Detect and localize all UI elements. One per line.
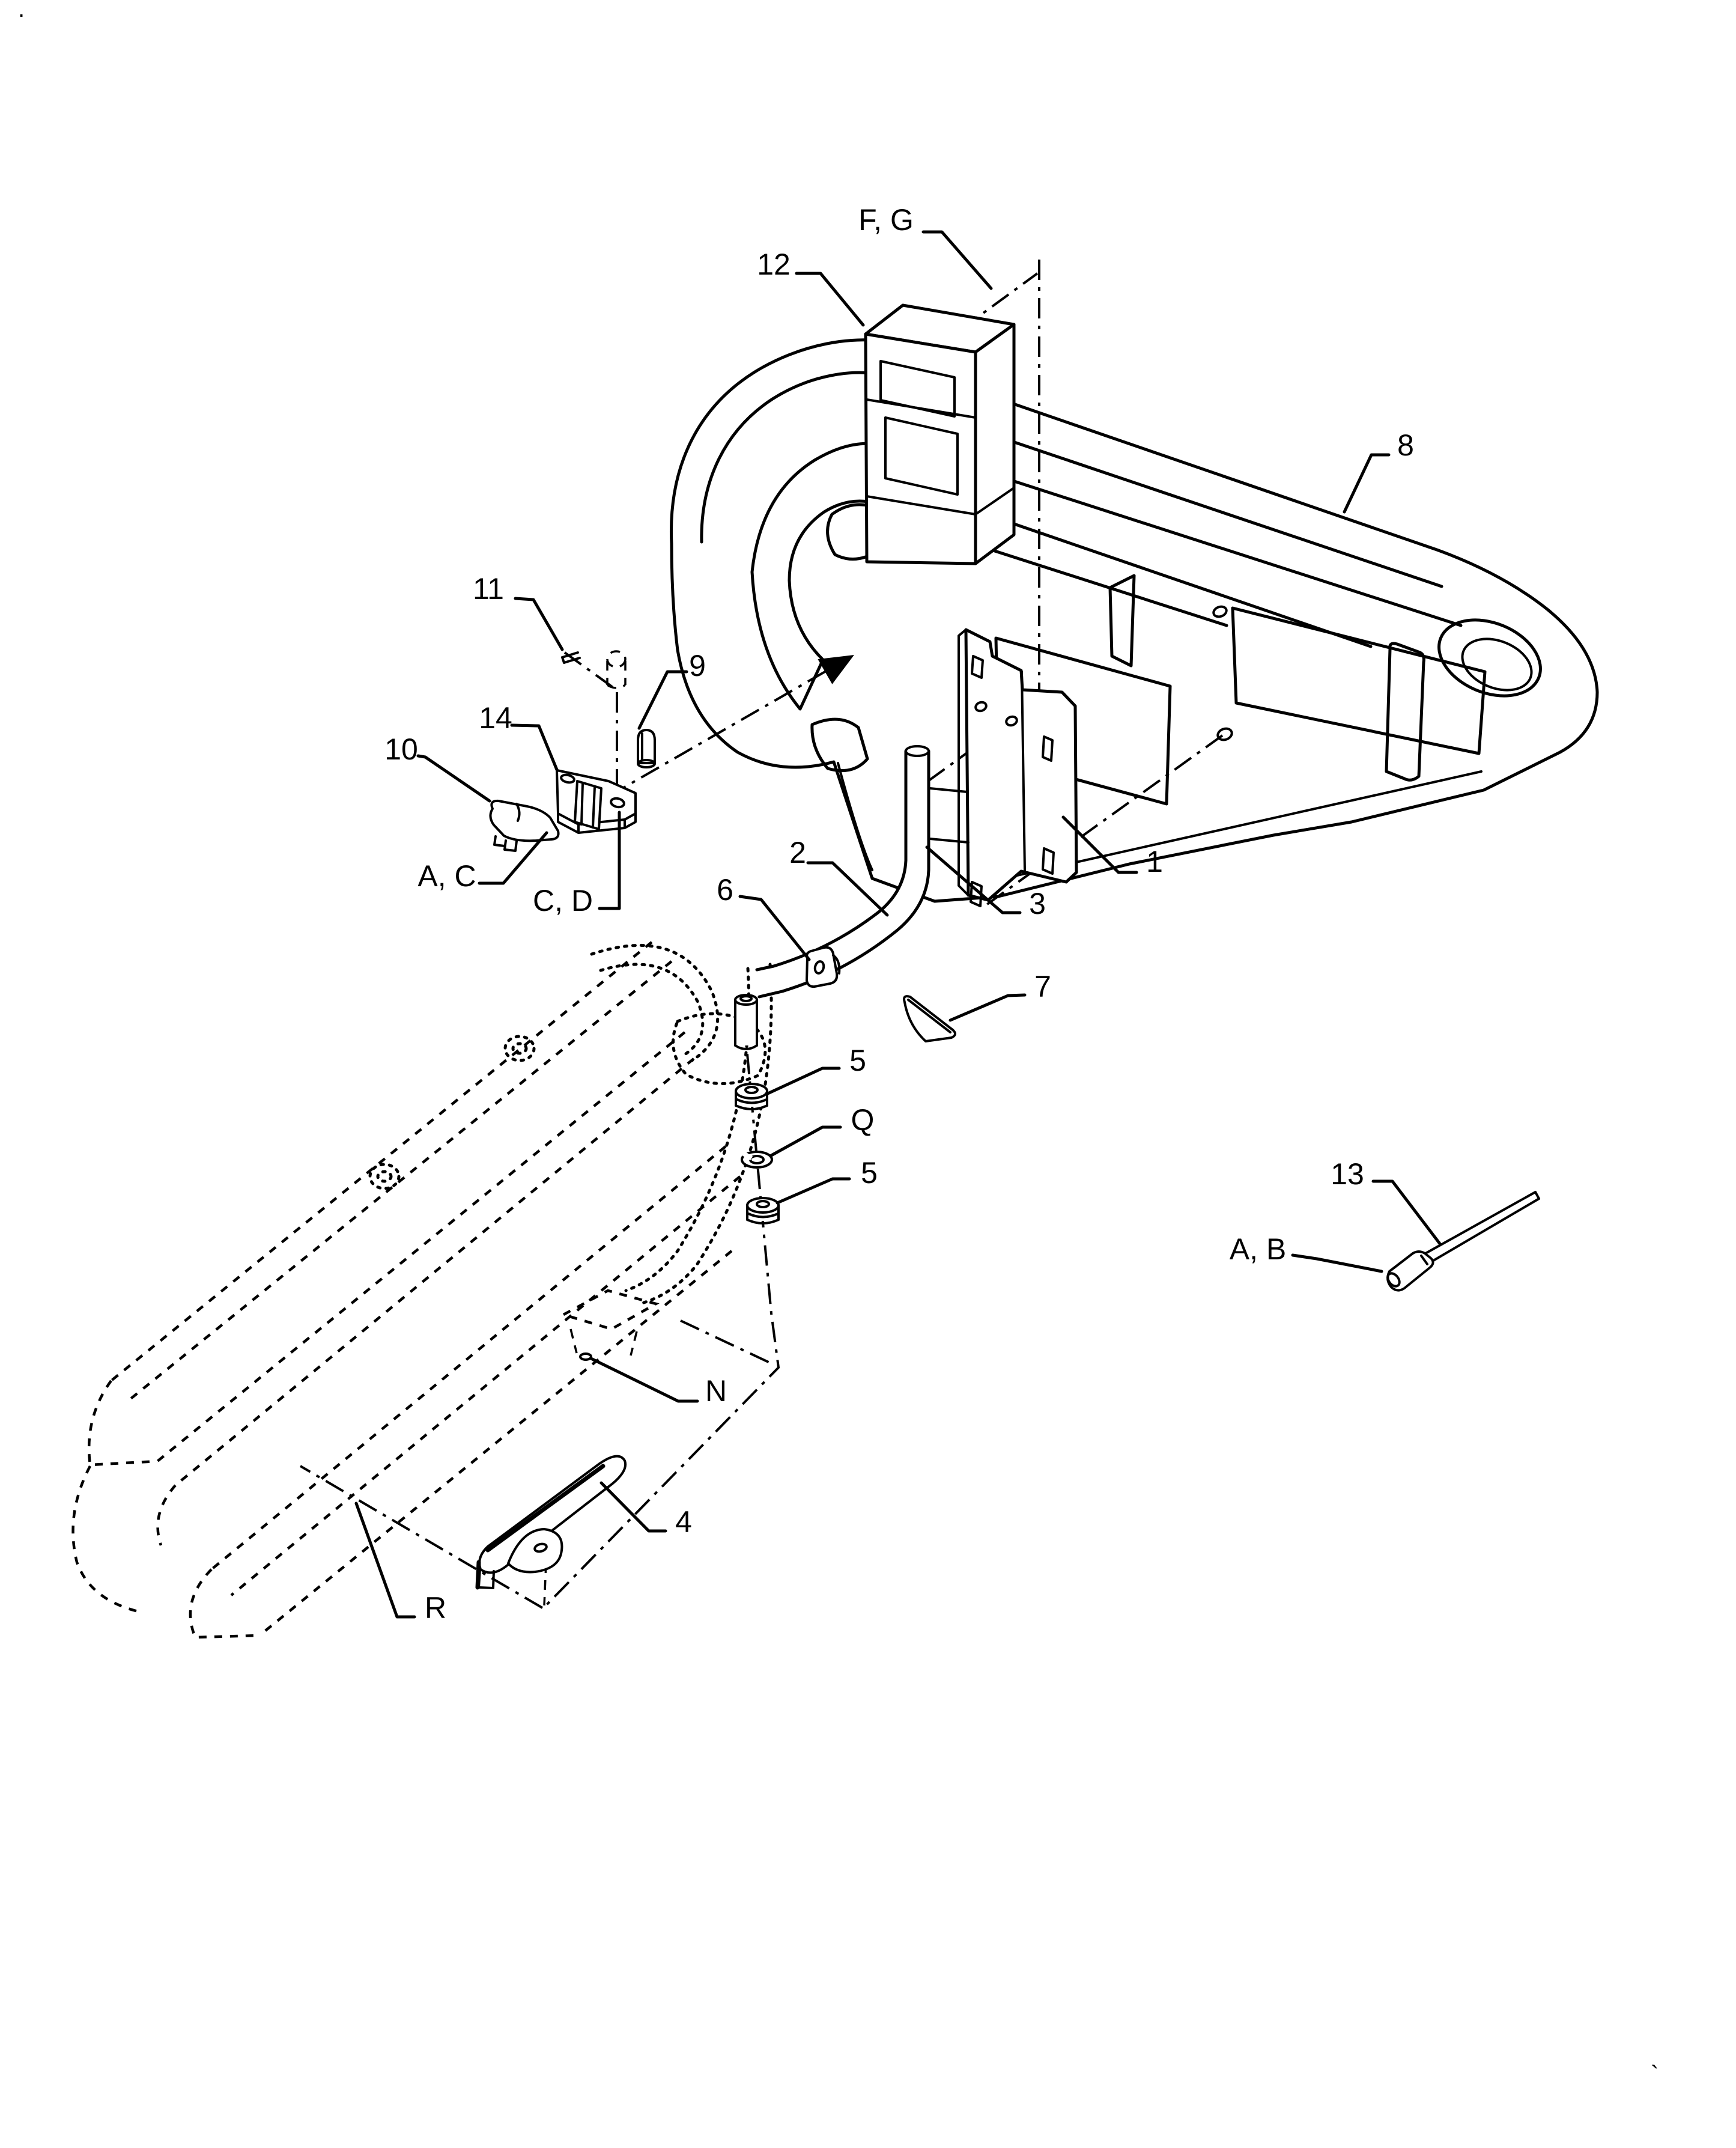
leader-8 [1343,453,1391,514]
callout-label-1: 1 [1146,845,1163,878]
bracket-part-1 [958,628,1078,907]
callout-label-13: 13 [1331,1157,1364,1191]
leader-1 [1061,815,1138,874]
leader-13 [1371,1179,1442,1246]
callout-label-3: 3 [1029,887,1046,920]
module-window-lower [884,416,959,496]
callout-label-4: 4 [675,1505,692,1539]
wedge-part-7 [903,995,956,1042]
leader-9 [637,670,688,730]
callout-label-n: N [705,1374,727,1408]
callout-label-14: 14 [479,701,512,735]
page-artifact-mark: . [18,0,25,22]
callout-label-11: 11 [473,572,504,606]
bracket-group-left [489,650,656,910]
axis-bracket-to-console [607,655,854,798]
callout-label-8: 8 [1397,428,1414,462]
callout-label-12: 12 [757,248,791,281]
callout-label-6: 6 [717,873,733,907]
console-c-opening [750,442,906,711]
hidden-clip-ring [368,1163,401,1190]
plate-part-14 [556,769,637,834]
page-artifact-mark: ` [1651,2061,1659,2088]
callout-label-c-d: C, D [533,884,593,917]
leader-a-b [1291,1253,1383,1273]
console-cupholder-hole [1437,618,1542,698]
artifact-layer: .` [18,0,1659,2088]
callout-label-a-c: A, C [417,859,476,893]
leader-5-lower [775,1177,851,1205]
connector-c-d [598,811,621,910]
leader-14 [510,723,559,771]
leader-5-upper [765,1066,841,1096]
module-window-upper [879,360,956,418]
callout-label-5: 5 [861,1156,878,1190]
grommet-upper-part-5 [735,1083,768,1110]
callout-label-7: 7 [1034,970,1051,1003]
console-hole-upper [1212,605,1228,618]
leader-10 [416,754,491,803]
ring-part-q [741,1151,773,1169]
hole-N [579,1352,592,1361]
clamp-part-6 [806,946,841,988]
axis-reference-R [299,1465,544,1609]
leader-n [589,1357,699,1403]
leader-f-g [921,230,993,290]
leader-11 [514,597,564,651]
leader-lines [354,230,1442,1619]
callout-label-a-b: A, B [1230,1232,1286,1266]
leader-4 [599,1481,667,1533]
tube-top-end [905,745,930,757]
latch-part-10 [489,799,560,852]
hidden-panel-outline [71,941,773,1639]
leader-7 [948,993,1027,1022]
pin-part-9 [637,729,656,768]
leader-12 [795,272,865,327]
leader-2 [806,861,889,917]
callout-label-10: 10 [384,732,418,766]
scraper-part-4 [475,1455,627,1590]
leader-a-c [478,831,548,885]
callout-label-5: 5 [849,1044,866,1077]
console-part-8 [670,338,1599,903]
callout-label-9: 9 [689,649,706,683]
leader-q [769,1125,842,1157]
hidden-clip-ring [503,1035,536,1062]
module-part-12 [864,303,1016,565]
axis-grommet-stack [542,1053,780,1609]
hidden-mount-pad [560,1289,660,1331]
leader-r [354,1501,416,1619]
console-skirt-recess [1231,606,1487,755]
knob-hidden [606,650,627,689]
callout-label-2: 2 [789,836,806,869]
clip-part-11 [561,651,581,664]
grommet-lower-part-5 [746,1197,780,1225]
callout-label-q: Q [851,1103,875,1137]
leader-3 [925,845,1022,914]
rod-part-13 [1386,1191,1540,1292]
leader-6 [738,895,811,961]
callout-label-r: R [425,1591,446,1625]
callout-label-f-g: F, G [858,203,914,237]
console-hole-lower [1216,727,1233,741]
